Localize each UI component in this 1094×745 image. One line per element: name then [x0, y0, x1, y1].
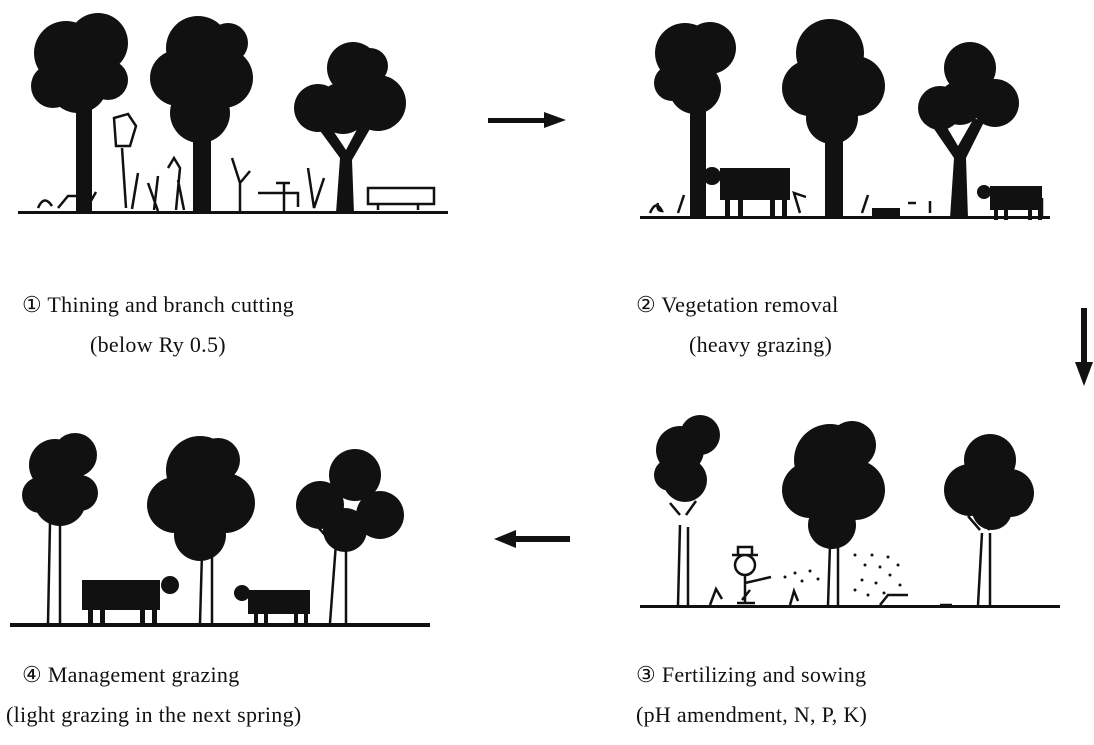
step-4-title: ④ Management grazing: [22, 655, 240, 695]
step-1-subtitle: (below Ry 0.5): [90, 325, 226, 365]
panel-4-management-grazing-illustration: [10, 425, 450, 635]
arrow-right-icon: [488, 110, 568, 130]
step-2-subtitle: (heavy grazing): [689, 325, 832, 365]
arrow-left-icon: [492, 529, 572, 549]
panel-1-thinning-illustration: [18, 8, 458, 218]
step-2-title: ② Vegetation removal: [636, 285, 839, 325]
panel-3-fertilizing-sowing-illustration: [640, 405, 1080, 620]
step-4-subtitle: (light grazing in the next spring): [6, 695, 302, 735]
step-3-title: ③ Fertilizing and sowing: [636, 655, 866, 695]
panel-2-vegetation-removal-illustration: [640, 8, 1060, 223]
step-1-title: ① Thining and branch cutting: [22, 285, 294, 325]
step-3-subtitle: (pH amendment, N, P, K): [636, 695, 867, 735]
arrow-down-icon: [1074, 308, 1094, 388]
